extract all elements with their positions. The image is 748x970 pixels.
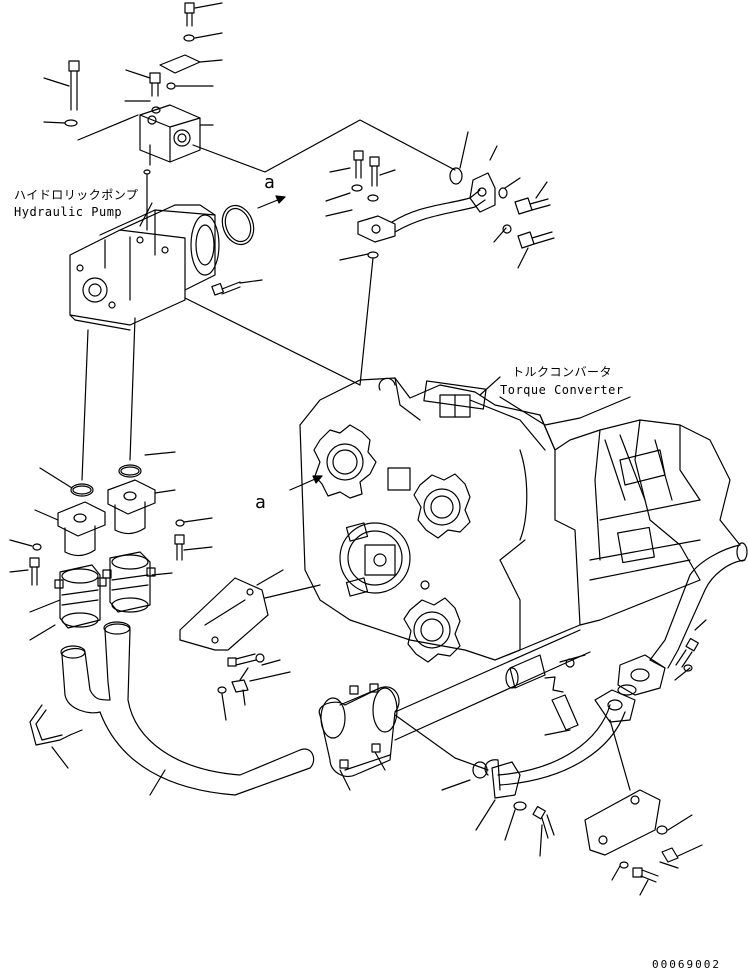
view-a-label-top: a xyxy=(264,172,276,193)
hydraulic-pump xyxy=(69,169,361,481)
drawing-code: 00069002 xyxy=(652,958,721,970)
left-long-bolt xyxy=(43,60,139,141)
view-arrow-mid xyxy=(289,475,323,491)
torque-converter-label-jp: トルクコンバータ xyxy=(512,365,613,379)
view-a-label-mid: a xyxy=(255,492,267,513)
leader-line-top xyxy=(192,119,456,173)
center-hose-clamp xyxy=(318,629,591,791)
top-bolt-stack xyxy=(124,2,223,114)
support-bracket xyxy=(179,569,321,721)
pressure-pipe-top xyxy=(325,131,555,386)
torque-converter-leader-1 xyxy=(479,376,501,396)
hydraulic-pump-label-jp: ハイドロリックポンプ xyxy=(14,188,139,202)
torque-converter-case xyxy=(299,377,741,663)
hydraulic-pump-label-en: Hydraulic Pump xyxy=(14,205,123,219)
suction-parts-left xyxy=(9,451,315,796)
torque-converter-leader-2 xyxy=(499,396,631,426)
hydraulic-pump-leader xyxy=(139,202,153,227)
valve-block xyxy=(139,104,214,166)
view-arrow-top xyxy=(257,195,286,209)
lower-right-pipes xyxy=(441,542,748,896)
torque-converter-label-en: Torque Converter xyxy=(500,383,624,397)
